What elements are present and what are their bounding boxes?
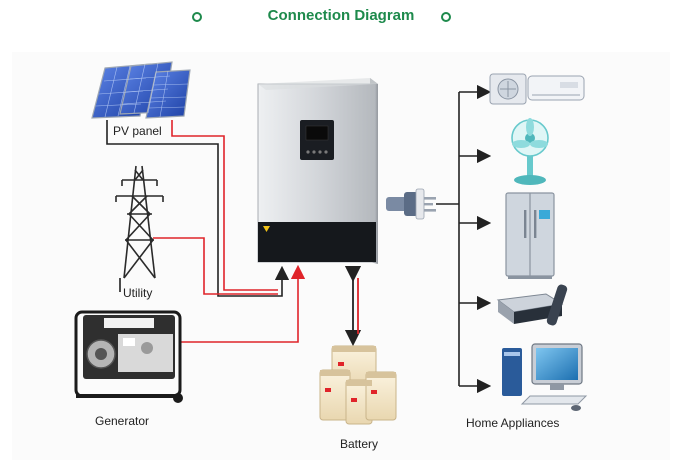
utility-tower-icon	[115, 165, 164, 279]
fan-icon	[511, 118, 549, 185]
header-decoration	[40, 12, 642, 22]
wiring	[106, 84, 492, 394]
home-appliances-label: Home Appliances	[466, 416, 560, 430]
pv-panel-label: PV panel	[113, 124, 162, 138]
diagram-title: Connection Diagram	[267, 7, 415, 24]
battery-icon	[319, 345, 397, 425]
utility-label: Utility	[123, 286, 153, 300]
generator-label: Generator	[95, 414, 150, 428]
dvd-player-icon	[496, 284, 568, 326]
computer-icon	[502, 343, 588, 411]
generator-icon	[74, 310, 183, 403]
battery-label: Battery	[340, 437, 379, 451]
power-plug-icon	[386, 188, 436, 220]
inverter-icon	[257, 78, 378, 264]
refrigerator-icon	[505, 192, 555, 279]
air-conditioner-icon	[489, 73, 585, 105]
solar-panel-icon	[91, 61, 191, 119]
